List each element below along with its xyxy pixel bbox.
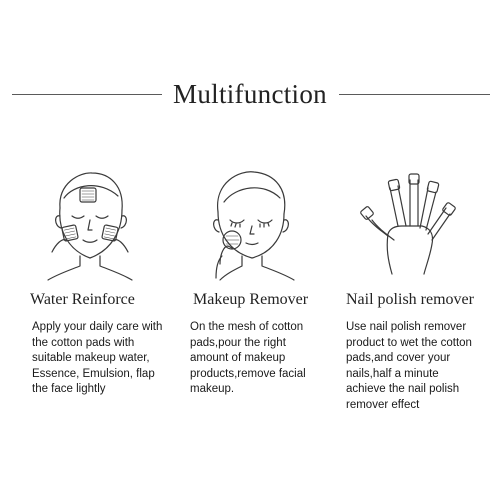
description-line: Essence, Emulsion, flap — [32, 367, 155, 380]
header-divider-left — [12, 94, 162, 95]
face-wiping-with-pad-illustration — [190, 168, 310, 283]
description-line: suitable makeup water, — [32, 352, 150, 364]
water-reinforce-heading: Water Reinforce — [30, 291, 135, 308]
makeup-remover-heading: Makeup Remover — [193, 291, 309, 308]
makeup-remover-description: On the mesh of cotton pads,pour the righ… — [190, 320, 338, 398]
hand-with-wrapped-nails-illustration — [348, 168, 468, 283]
header-divider-right — [339, 94, 490, 95]
section-header: Multifunction — [0, 76, 500, 112]
description-line: the face lightly — [32, 383, 106, 395]
description-line: makeup. — [190, 383, 235, 395]
description-line: pads,pour the right — [190, 336, 286, 349]
description-line: the cotton pads with — [32, 336, 135, 349]
description-line: Apply your daily care with — [32, 321, 163, 333]
nail-polish-remover-description: Use nail polish remover product to wet t… — [346, 320, 486, 413]
description-line: amount of makeup — [190, 352, 286, 364]
description-line: remover effect — [346, 398, 420, 411]
page-title: Multifunction — [173, 79, 327, 109]
description-line: products,remove facial — [190, 367, 306, 380]
nail-polish-remover-heading: Nail polish remover — [346, 291, 474, 308]
description-line: product to wet the cotton — [346, 336, 472, 349]
description-line: On the mesh of cotton — [190, 321, 304, 333]
description-line: Use nail polish remover — [346, 321, 467, 333]
face-with-cotton-pads-illustration — [30, 168, 150, 283]
description-line: pads,and cover your — [346, 352, 451, 364]
description-line: achieve the nail polish — [346, 383, 460, 395]
water-reinforce-description: Apply your daily care with the cotton pa… — [32, 320, 182, 398]
description-line: nails,half a minute — [346, 367, 439, 380]
